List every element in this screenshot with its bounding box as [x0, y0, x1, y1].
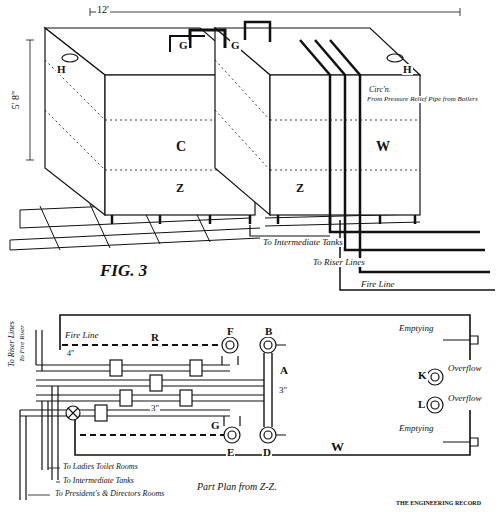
section-mark: Z: [176, 182, 184, 194]
caption: Part Plan from Z-Z.: [196, 482, 278, 492]
callout-letter: F: [226, 326, 235, 337]
pipe-label: Fire Line: [64, 331, 99, 340]
pipe-label: Emptying: [398, 424, 435, 433]
callout-letter: L: [417, 399, 426, 410]
callout-letter: A: [279, 365, 289, 376]
tank-letter: C: [176, 140, 186, 154]
callout-letter: R: [150, 332, 160, 343]
section-mark: Z: [296, 182, 304, 194]
callout-letter: B: [264, 326, 273, 337]
pipe-label: Overflow: [447, 364, 483, 373]
callout-letter: K: [417, 370, 428, 381]
credit-line: THE ENGINEERING RECORD: [396, 500, 481, 506]
pipe-label: Overflow: [447, 394, 483, 403]
dimension: 3": [150, 404, 160, 413]
pipe-label: To Fire Riser: [19, 324, 26, 363]
pipe-label: Fire Line: [360, 280, 395, 289]
callout-letter: G: [230, 40, 241, 51]
pipe-label: To Intermediate Tanks: [62, 477, 135, 485]
callout-letter: H: [402, 64, 413, 75]
callout-letter: H: [56, 64, 67, 75]
dimension: 5' 8": [11, 90, 21, 110]
pipe-label: Emptying: [398, 324, 435, 333]
pipe-label: To Riser Lines: [312, 258, 366, 267]
pipe-label: To Intermediate Tanks: [262, 238, 344, 247]
callout-letter: E: [226, 447, 235, 458]
pipe-note: From Pressure Relief Pipe from Boilers: [366, 96, 479, 103]
dimension: 4": [66, 350, 75, 358]
callout-letter: D: [262, 447, 272, 458]
dimension: 12': [96, 5, 110, 15]
pipe-label: To Ladies Toilet Rooms: [62, 463, 139, 471]
tank-letter: W: [376, 140, 390, 154]
dimension: 3": [278, 386, 288, 395]
tank-letter: W: [330, 440, 345, 453]
figure-number: FIG. 3: [100, 262, 147, 279]
callout-letter: G: [178, 40, 189, 51]
pipe-label: To President's & Directors Rooms: [54, 490, 165, 498]
pipe-note: Circ'n.: [368, 86, 392, 94]
pipe-label: To Riser Lines: [8, 320, 16, 368]
callout-letter: G: [210, 420, 221, 431]
